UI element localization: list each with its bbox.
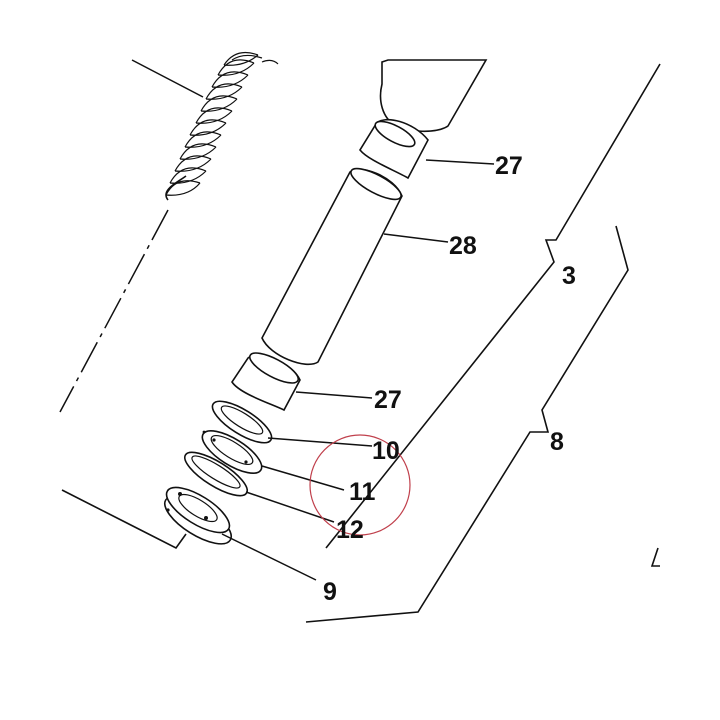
label-8: 8 [550, 428, 564, 456]
seal-11 [201, 430, 263, 474]
upper-bushing-leader [425, 159, 495, 165]
lower-bushing [231, 352, 301, 412]
bearing-9-leader [221, 533, 317, 581]
bracket-outline-3 [325, 63, 661, 549]
long-tube [261, 167, 403, 366]
ring-10-leader [267, 437, 373, 447]
label-28: 28 [449, 232, 477, 260]
label-11: 11 [349, 478, 376, 506]
label-27-upper: 27 [495, 152, 523, 180]
upper-bushing [359, 118, 429, 180]
ring-10 [211, 400, 273, 444]
clip-ring-12 [184, 451, 248, 497]
seal-11-leader [261, 465, 345, 491]
label-3: 3 [562, 262, 576, 290]
label-9: 9 [323, 578, 337, 606]
lower-bushing-leader [295, 391, 373, 399]
label-12: 12 [336, 516, 364, 544]
tube-leader [383, 233, 449, 243]
spring-leader-line [131, 59, 204, 98]
coil-spring [165, 52, 279, 201]
center-line [59, 209, 169, 413]
bearing-9 [164, 486, 232, 545]
bracket-outline-8 [305, 225, 629, 623]
highlight-circle [309, 434, 411, 536]
label-10: 10 [372, 437, 400, 465]
housing-outline-left [61, 489, 187, 550]
edge-mark [650, 547, 660, 567]
clip-ring-12-leader [245, 491, 335, 523]
label-27-lower: 27 [374, 386, 402, 414]
